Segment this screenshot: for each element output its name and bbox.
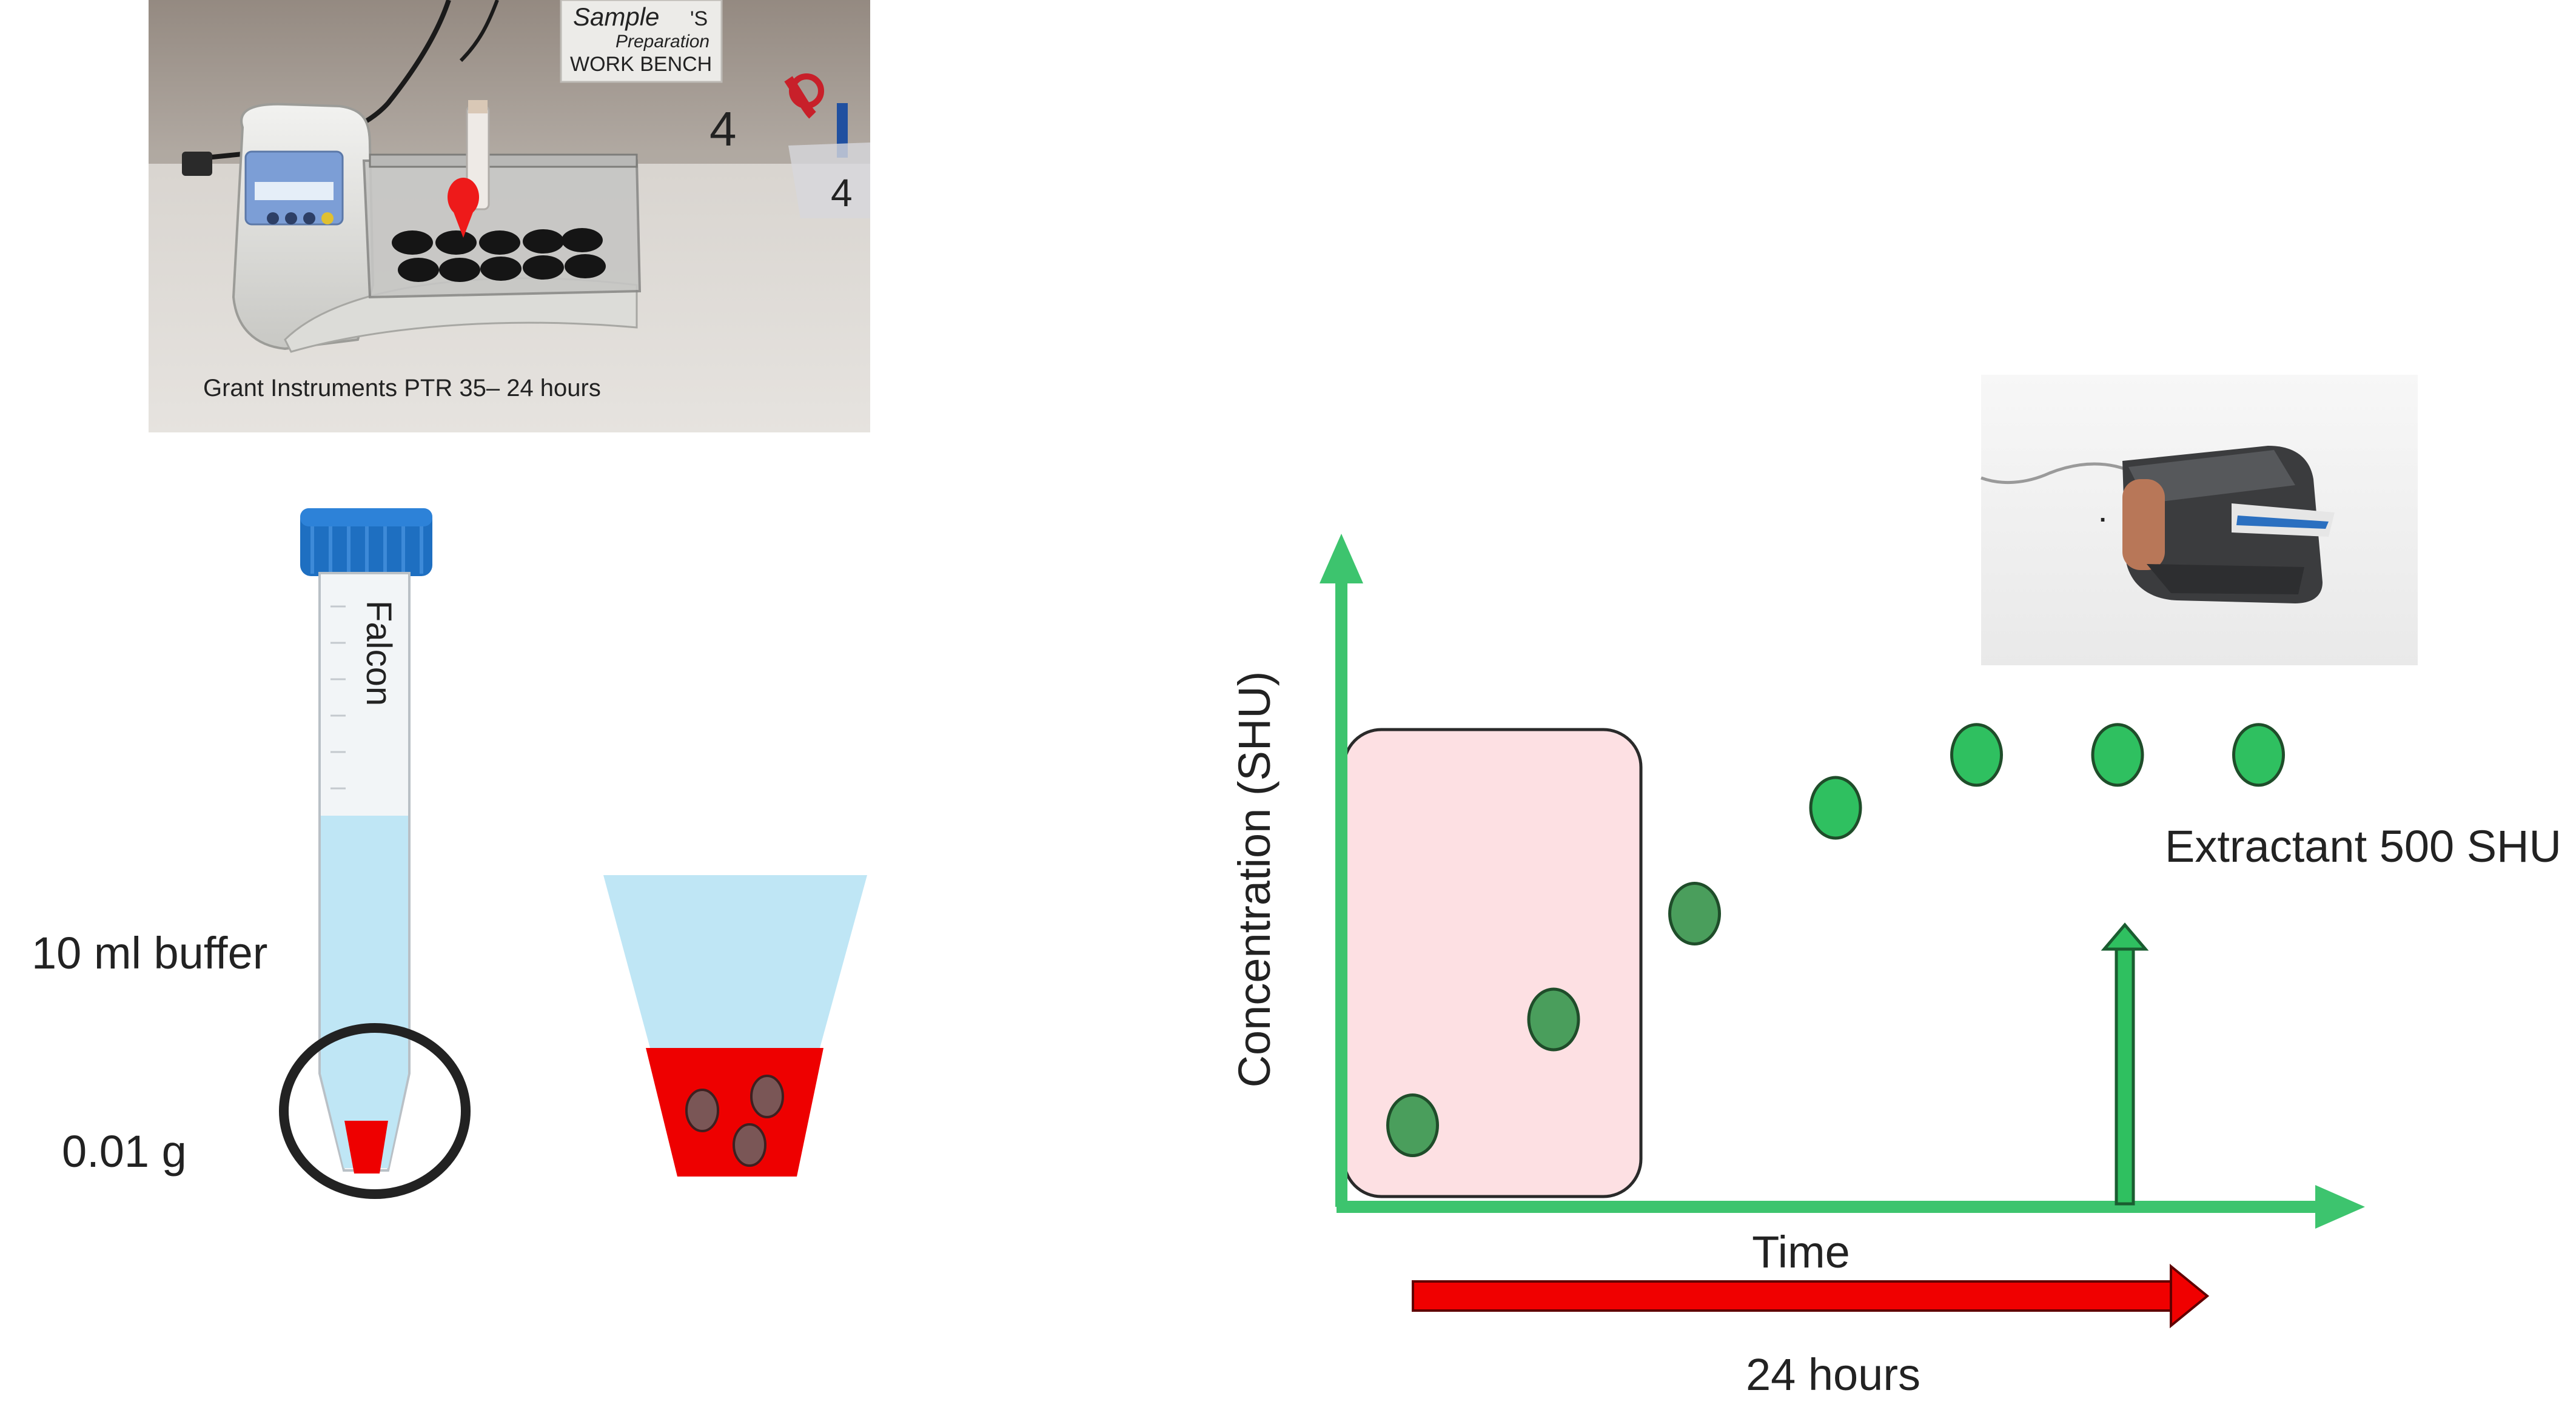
data-point-7 [2232,723,2285,787]
sign-line-3: WORK BENCH [570,53,712,76]
data-point-4 [1809,776,1862,840]
data-point-5 [1950,723,2003,787]
cup-number: 4 [831,171,853,215]
sample-sediment [344,1121,388,1173]
chart-points [1386,723,2285,1157]
bench-number: 4 [709,102,737,156]
data-point-6 [2091,723,2144,787]
sample-circle-highlight [279,1023,471,1199]
y-axis-label: Concentration (SHU) [1229,671,1280,1088]
tube-tip-zoom [603,875,867,1177]
y-axis-arrowhead [1320,534,1363,583]
x-axis-arrowhead [2315,1185,2365,1229]
pen-cup: 4 [784,73,870,218]
concentration-chart: Concentration (SHU) Time Extractant 500 … [1229,534,2561,1400]
device-logo: . [2099,500,2106,527]
duration-label: 24 hours [1746,1349,1920,1400]
sign-corner: 'S [690,7,708,30]
bench-sign: Sample 'S Preparation WORK BENCH [560,0,723,83]
rotator-device [232,100,642,353]
tube-holes [392,228,606,282]
sign-line-1: Sample [573,2,659,31]
sample-label: 0.01 g [62,1126,187,1177]
rotator-photo: Sample 'S Preparation WORK BENCH 4 4 [149,0,870,432]
rotator-caption: Grant Instruments PTR 35– 24 hours [203,375,601,401]
particle [733,1123,766,1167]
falcon-tube: Falcon [279,508,471,1199]
data-point-3 [1668,882,1721,945]
buffer-label: 10 ml buffer [32,928,267,978]
particle [685,1089,719,1132]
data-point-2 [1527,987,1580,1052]
extractant-label: Extractant 500 SHU [2165,821,2561,871]
sign-line-2: Preparation [615,32,709,52]
duration-arrow [1412,1263,2210,1329]
device-photo: . [1981,375,2418,665]
x-axis-label: Time [1752,1227,1850,1277]
data-point-1 [1386,1093,1439,1157]
particle [750,1075,784,1118]
extractant-arrow [2101,922,2149,1206]
tube-print: Falcon [359,600,398,706]
